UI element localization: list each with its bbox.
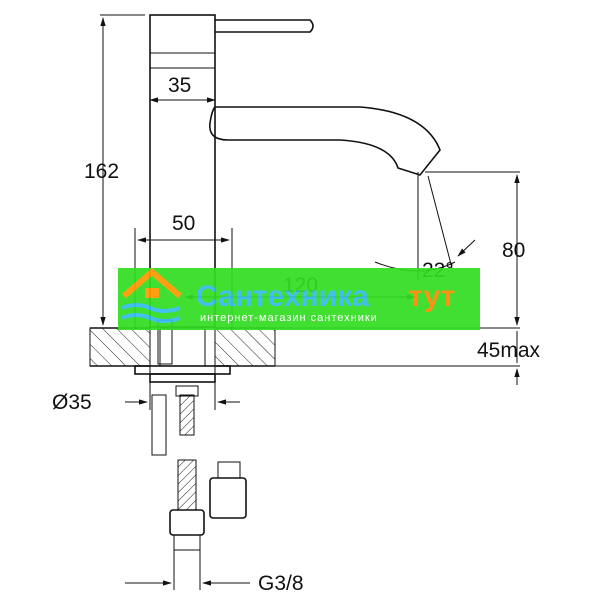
dim-spout-height: 80 xyxy=(425,171,525,326)
dim-connection-thread: G3/8 xyxy=(125,550,304,595)
body-width-label: 50 xyxy=(172,212,195,235)
counter-thickness-label: 45max xyxy=(477,339,541,362)
watermark-tagline: интернет-магазин сантехники xyxy=(200,312,378,324)
spout xyxy=(209,106,441,176)
lever-handle xyxy=(215,19,314,33)
supply-hoses xyxy=(151,385,247,551)
spout-height-label: 80 xyxy=(502,239,525,262)
hole-diameter-label: Ø35 xyxy=(52,391,92,414)
dim-counter-thickness: 45max xyxy=(275,327,541,385)
lever-width-label: 35 xyxy=(168,74,191,97)
watermark-brand-part1: Сантехника xyxy=(196,280,369,313)
watermark-brand-part2: тут xyxy=(408,280,455,313)
height-total-label: 162 xyxy=(84,160,119,183)
watermark: Сантехника тут интернет-магазин сантехни… xyxy=(118,268,480,330)
dim-height-total: 162 xyxy=(84,14,145,329)
dim-spout-angle: 22° xyxy=(374,172,476,282)
dim-hole-diameter: Ø35 xyxy=(52,366,240,414)
dim-lever-width: 35 xyxy=(149,74,216,103)
house-logo-icon xyxy=(121,268,182,323)
countertop xyxy=(89,327,276,367)
connection-thread-label: G3/8 xyxy=(258,572,304,595)
